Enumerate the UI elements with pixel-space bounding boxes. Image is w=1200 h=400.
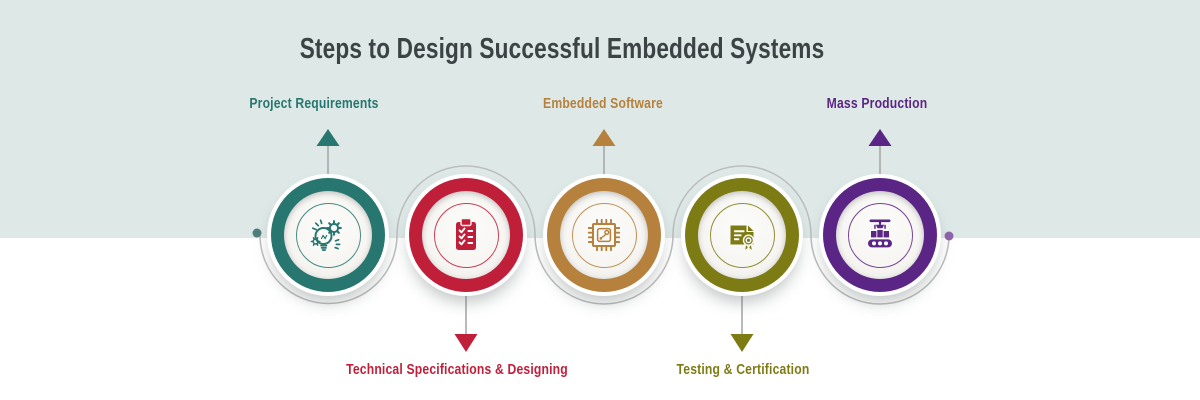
- arrow-down-icon: [730, 294, 754, 352]
- step-label: Testing & Certification: [676, 362, 810, 378]
- page-title: Steps to Design Successful Embedded Syst…: [299, 33, 825, 65]
- arrow-down-icon: [454, 294, 478, 352]
- step-label: Technical Specifications & Designing: [346, 362, 568, 378]
